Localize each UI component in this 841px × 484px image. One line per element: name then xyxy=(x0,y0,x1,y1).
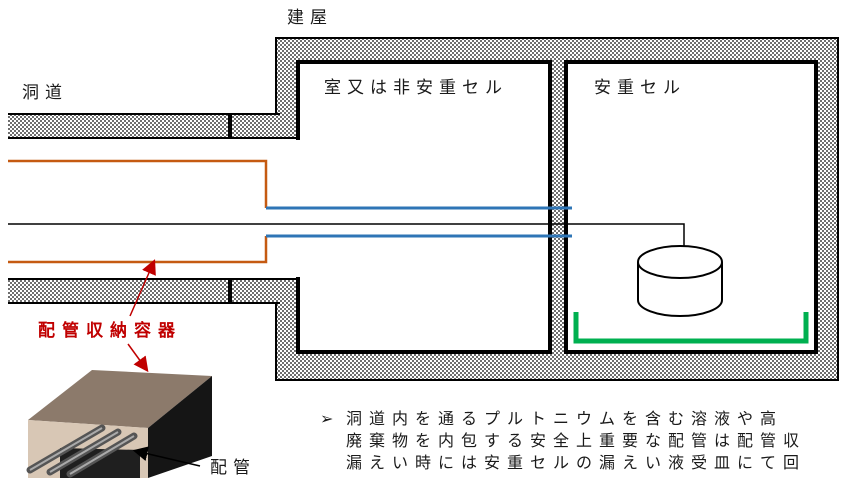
enclosure-callout-arrow xyxy=(129,259,156,317)
pipe-label: 配管 xyxy=(210,458,256,478)
note-text: ➢洞道内を通るプルトニウムを含む溶液や高 廃棄物を内包する安全上重要な配管は配管… xyxy=(320,408,841,474)
note-line: 漏えい時には安重セルの漏えい液受皿にて回 xyxy=(346,453,807,472)
tunnel-wall-bottom xyxy=(8,278,296,304)
enclosure-3d-box xyxy=(26,370,212,478)
pipe-line xyxy=(8,223,685,247)
building-label: 建屋 xyxy=(287,8,333,28)
safety-cell-label: 安重セル xyxy=(594,78,686,98)
note-bullet: ➢ xyxy=(320,409,334,428)
room-label: 室又は非安重セル xyxy=(324,78,508,98)
pipe-enclosure-label: 配管収納容器 xyxy=(38,321,182,341)
tunnel-wall-top xyxy=(8,113,296,139)
enclosure-bottom-line xyxy=(8,236,268,264)
note-line: 廃棄物を内包する安全上重要な配管は配管収 xyxy=(346,431,807,450)
vessel xyxy=(637,245,723,317)
drip-tray xyxy=(573,312,809,344)
pipe-callout-arrow xyxy=(132,446,201,467)
enclosure-top-line xyxy=(8,159,268,208)
note-line: ➢洞道内を通るプルトニウムを含む溶液や高 xyxy=(320,409,784,428)
tunnel-label: 洞道 xyxy=(22,83,68,103)
box-callout-arrow xyxy=(127,343,149,373)
